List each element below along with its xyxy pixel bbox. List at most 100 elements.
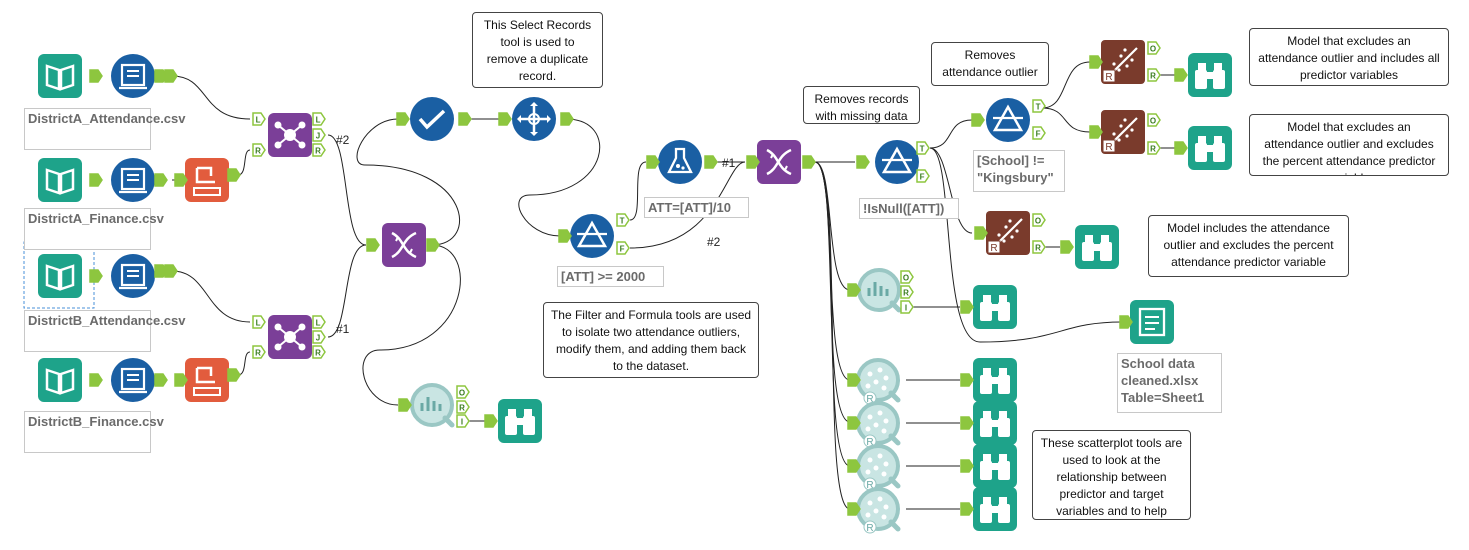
- input-anchor[interactable]: [484, 414, 498, 428]
- comment-model-3[interactable]: Model includes the attendance outlier an…: [1148, 215, 1349, 277]
- input-anchor[interactable]: [1060, 240, 1074, 254]
- input-anchor[interactable]: [89, 269, 103, 283]
- true-anchor[interactable]: T: [616, 213, 630, 227]
- false-anchor[interactable]: F: [916, 169, 930, 183]
- comment-select-records[interactable]: This Select Records tool is used to remo…: [472, 12, 603, 88]
- input-anchor[interactable]: [847, 502, 861, 516]
- join-right-output-anchor[interactable]: R: [312, 345, 326, 359]
- output-anchor[interactable]: [227, 368, 241, 382]
- union-tool[interactable]: [755, 138, 803, 186]
- output-anchor[interactable]: O: [1032, 213, 1046, 227]
- input-anchor[interactable]: [646, 155, 660, 169]
- input-anchor[interactable]: [1089, 125, 1103, 139]
- output-anchor[interactable]: O: [456, 385, 470, 399]
- select-records-tool[interactable]: [510, 95, 558, 143]
- scatterplot-tool[interactable]: [858, 360, 898, 405]
- join-left-anchor[interactable]: L: [252, 315, 266, 329]
- interactive-anchor[interactable]: I: [900, 300, 914, 314]
- output-anchor[interactable]: [154, 173, 168, 187]
- false-anchor[interactable]: F: [1032, 126, 1046, 140]
- output-anchor[interactable]: [164, 69, 178, 83]
- join-left-anchor[interactable]: L: [252, 112, 266, 126]
- input-anchor[interactable]: [971, 113, 985, 127]
- linear-regression-tool[interactable]: [984, 209, 1032, 257]
- record-id-tool[interactable]: [109, 156, 157, 204]
- transform-tool[interactable]: [183, 156, 231, 204]
- input-anchor[interactable]: [856, 155, 870, 169]
- join-right-anchor[interactable]: R: [252, 345, 266, 359]
- output-anchor[interactable]: [704, 155, 718, 169]
- input-data-tool[interactable]: [36, 252, 84, 300]
- false-anchor[interactable]: F: [616, 241, 630, 255]
- scatterplot-tool[interactable]: [858, 403, 898, 448]
- field-summary-tool[interactable]: [412, 385, 452, 425]
- output-anchor[interactable]: [154, 373, 168, 387]
- browse-tool[interactable]: [973, 444, 1017, 488]
- browse-tool[interactable]: [973, 487, 1017, 531]
- output-anchor[interactable]: O: [900, 270, 914, 284]
- output-anchor[interactable]: [227, 168, 241, 182]
- report-anchor[interactable]: R: [1032, 240, 1046, 254]
- scatterplot-tool[interactable]: [858, 446, 898, 491]
- select-tool[interactable]: [408, 95, 456, 143]
- browse-tool[interactable]: [1188, 126, 1232, 170]
- comment-filter-formula[interactable]: The Filter and Formula tools are used to…: [543, 302, 759, 378]
- input-data-tool[interactable]: [36, 356, 84, 404]
- browse-tool[interactable]: [973, 358, 1017, 402]
- input-anchor[interactable]: [366, 238, 380, 252]
- linear-regression-tool[interactable]: [1099, 38, 1147, 86]
- comment-model-1[interactable]: Model that excludes an attendance outlie…: [1249, 28, 1449, 86]
- output-data-tool[interactable]: [1128, 298, 1176, 346]
- input-anchor[interactable]: [89, 69, 103, 83]
- input-anchor[interactable]: [89, 373, 103, 387]
- output-anchor[interactable]: O: [1147, 113, 1161, 127]
- input-anchor[interactable]: [847, 459, 861, 473]
- input-anchor[interactable]: [847, 416, 861, 430]
- report-anchor[interactable]: R: [1147, 68, 1161, 82]
- output-anchor[interactable]: [560, 112, 574, 126]
- record-id-tool[interactable]: [109, 356, 157, 404]
- input-anchor[interactable]: [1089, 55, 1103, 69]
- input-anchor[interactable]: [89, 173, 103, 187]
- comment-model-2[interactable]: Model that excludes an attendance outlie…: [1249, 114, 1449, 176]
- input-anchor[interactable]: [960, 300, 974, 314]
- input-anchor[interactable]: [398, 398, 412, 412]
- report-anchor[interactable]: R: [900, 285, 914, 299]
- transform-tool[interactable]: [183, 356, 231, 404]
- true-anchor[interactable]: T: [1032, 99, 1046, 113]
- record-id-tool[interactable]: [109, 252, 157, 300]
- join-right-anchor[interactable]: R: [252, 143, 266, 157]
- input-anchor[interactable]: [847, 373, 861, 387]
- input-anchor[interactable]: [960, 373, 974, 387]
- input-anchor[interactable]: [960, 416, 974, 430]
- output-anchor[interactable]: O: [1147, 41, 1161, 55]
- input-anchor[interactable]: [847, 283, 861, 297]
- output-anchor[interactable]: [164, 264, 178, 278]
- comment-scatterplot[interactable]: These scatterplot tools are used to look…: [1032, 430, 1191, 520]
- input-data-tool[interactable]: [36, 156, 84, 204]
- linear-regression-tool[interactable]: [1099, 108, 1147, 156]
- join-tool[interactable]: [267, 314, 313, 360]
- output-anchor[interactable]: [802, 155, 816, 169]
- comment-removes-outlier[interactable]: Removes attendance outlier: [931, 42, 1049, 86]
- filter-tool[interactable]: [568, 212, 616, 260]
- report-anchor[interactable]: R: [1147, 141, 1161, 155]
- input-anchor[interactable]: [396, 112, 410, 126]
- input-anchor[interactable]: [174, 173, 188, 187]
- input-data-tool[interactable]: [36, 52, 84, 100]
- join-output-anchor[interactable]: J: [312, 330, 326, 344]
- union-tool[interactable]: [380, 221, 428, 269]
- browse-tool[interactable]: [1188, 53, 1232, 97]
- filter-tool[interactable]: [873, 138, 921, 186]
- input-anchor[interactable]: [1174, 68, 1188, 82]
- output-anchor[interactable]: [426, 238, 440, 252]
- input-anchor[interactable]: [960, 502, 974, 516]
- input-anchor[interactable]: [746, 155, 760, 169]
- formula-tool[interactable]: [656, 138, 704, 186]
- field-summary-tool[interactable]: [859, 270, 899, 310]
- join-left-output-anchor[interactable]: L: [312, 315, 326, 329]
- join-output-anchor[interactable]: J: [312, 128, 326, 142]
- true-anchor[interactable]: T: [916, 141, 930, 155]
- browse-tool[interactable]: [973, 401, 1017, 445]
- record-id-tool[interactable]: [109, 52, 157, 100]
